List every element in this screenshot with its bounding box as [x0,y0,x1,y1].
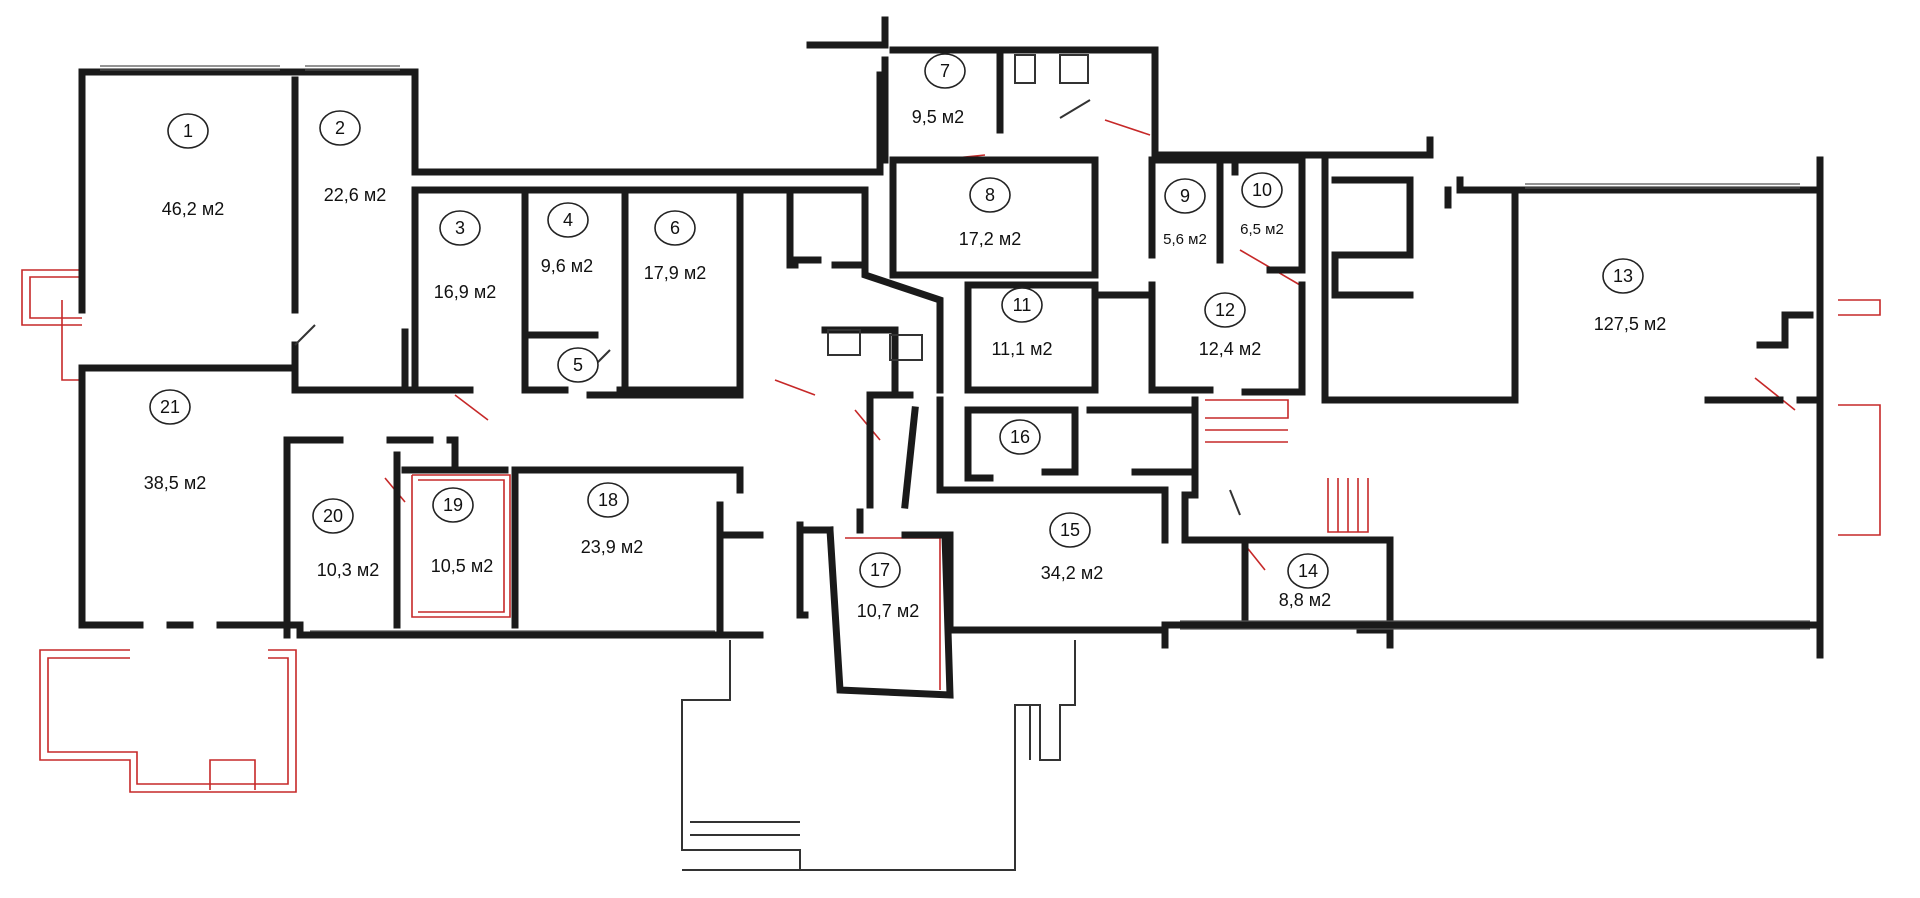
room-area: 127,5 м2 [1594,314,1666,334]
walls [78,16,1824,699]
room-number: 20 [323,506,343,526]
room-area: 22,6 м2 [324,185,386,205]
room-area: 9,5 м2 [912,107,964,127]
room-number: 10 [1252,180,1272,200]
room-9: 9 5,6 м2 [1163,178,1207,248]
room-19: 19 10,5 м2 [431,487,493,576]
room-number: 4 [563,210,573,230]
room-area: 10,7 м2 [857,601,919,621]
room-number: 1 [183,121,193,141]
room-area: 10,5 м2 [431,556,493,576]
room-number: 5 [573,355,583,375]
room-area: 10,3 м2 [317,560,379,580]
room-area: 23,9 м2 [581,537,643,557]
room-2: 2 22,6 м2 [319,110,386,205]
room-number: 12 [1215,300,1235,320]
external-additions [21,119,1881,793]
room-1: 1 46,2 м2 [162,113,224,219]
room-area: 12,4 м2 [1199,339,1261,359]
room-area: 46,2 м2 [162,199,224,219]
room-7: 7 9,5 м2 [912,53,966,127]
room-number: 19 [443,495,463,515]
annex-outline [681,640,1076,871]
room-15: 15 34,2 м2 [1041,512,1103,583]
room-area: 34,2 м2 [1041,563,1103,583]
room-number-circle [319,110,361,146]
room-number: 2 [335,118,345,138]
room-area: 16,9 м2 [434,282,496,302]
room-area: 17,2 м2 [959,229,1021,249]
room-number-circle [149,389,191,425]
room-number-circle [1602,258,1644,294]
room-labels: 1 46,2 м2 2 22,6 м2 3 16,9 м2 4 9,6 м2 5 6 17,9 м2… [144,53,1666,621]
room-number: 13 [1613,266,1633,286]
room-13: 13 127,5 м2 [1594,258,1666,334]
room-number-circle [999,419,1041,455]
room-number-circle [1001,287,1043,323]
room-area: 8,8 м2 [1279,590,1331,610]
room-number-circle [1287,553,1329,589]
details [100,54,1810,632]
room-number-circle [859,552,901,588]
room-6: 6 17,9 м2 [644,210,706,283]
room-17: 17 10,7 м2 [857,552,919,621]
room-number-circle [1164,178,1206,214]
room-number-circle [587,482,629,518]
room-number-circle [924,53,966,89]
room-5: 5 [557,347,599,383]
room-number: 14 [1298,561,1318,581]
room-number-circle [312,498,354,534]
room-area: 9,6 м2 [541,256,593,276]
room-10: 10 6,5 м2 [1240,172,1284,238]
room-area: 6,5 м2 [1240,221,1284,238]
room-number-circle [547,202,589,238]
room-number-circle [432,487,474,523]
room-area: 38,5 м2 [144,473,206,493]
room-number-circle [654,210,696,246]
room-number-circle [1049,512,1091,548]
room-11: 11 11,1 м2 [991,287,1053,359]
room-20: 20 10,3 м2 [312,498,379,580]
room-21: 21 38,5 м2 [144,389,206,493]
room-number: 9 [1180,186,1190,206]
room-number: 21 [160,397,180,417]
room-4: 4 9,6 м2 [541,202,593,276]
room-number: 18 [598,490,618,510]
room-area: 5,6 м2 [1163,231,1207,248]
room-number-circle [1204,292,1246,328]
room-number: 8 [985,185,995,205]
room-18: 18 23,9 м2 [581,482,643,557]
room-number-circle [439,210,481,246]
room-12: 12 12,4 м2 [1199,292,1261,359]
room-number: 11 [1013,295,1032,315]
room-number: 16 [1010,427,1030,447]
room-number: 7 [940,61,950,81]
room-number-circle [557,347,599,383]
room-number: 15 [1060,520,1080,540]
room-area: 17,9 м2 [644,263,706,283]
room-8: 8 17,2 м2 [959,177,1021,249]
room-16: 16 [999,419,1041,455]
room-14: 14 8,8 м2 [1279,553,1331,610]
room-number-circle [1241,172,1283,208]
room-number-circle [969,177,1011,213]
room-number-circle [167,113,209,149]
room-number: 17 [870,560,890,580]
room-area: 11,1 м2 [991,339,1052,359]
room-3: 3 16,9 м2 [434,210,496,302]
room-number: 3 [455,218,465,238]
room-number: 6 [670,218,680,238]
